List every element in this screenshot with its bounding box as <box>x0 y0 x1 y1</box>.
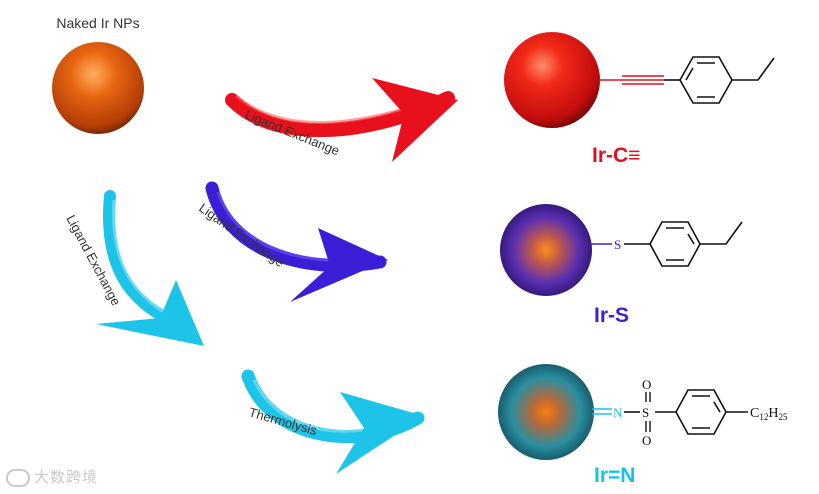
blue-nanoparticle <box>500 204 592 296</box>
nitrogen-atom: N <box>613 405 623 420</box>
oxygen-bottom: O <box>642 433 651 448</box>
blue-arrow <box>205 181 388 302</box>
sulfur-atom: S <box>614 237 621 252</box>
hydrogen-symbol: H <box>768 406 778 421</box>
product-thiolate-label: Ir-S <box>594 304 629 327</box>
hydrogen-subscript: 25 <box>778 412 788 422</box>
cyan-arrow-bottom <box>241 369 425 474</box>
product-imido-label: Ir=N <box>594 464 635 487</box>
blue-arrow-label: Ligand Exchange <box>196 200 287 270</box>
carbon-symbol: C <box>750 406 759 421</box>
cyan-arrow-bottom-label: Thermolysis <box>247 404 319 438</box>
product-alkynyl <box>504 32 775 128</box>
watermark-text: 大数跨境 <box>34 468 99 486</box>
watermark-logo-icon <box>6 468 30 487</box>
sulfonyl-sulfur: S <box>642 405 649 420</box>
product-imido: N S O O C12H25 <box>498 364 788 460</box>
cyan-arrow-left <box>96 190 204 346</box>
naked-np-label: Naked Ir NPs <box>56 15 139 31</box>
alkyl-chain: C12H25 <box>750 406 788 422</box>
oxygen-top: O <box>642 377 651 392</box>
product-alkynyl-label: Ir-C≡ <box>592 144 640 167</box>
red-nanoparticle <box>504 32 600 128</box>
product-thiolate: S <box>500 204 743 296</box>
carbon-subscript: 12 <box>759 412 768 422</box>
watermark: 大数跨境 <box>6 466 98 487</box>
red-arrow <box>225 78 458 162</box>
cyan-nanoparticle <box>498 364 594 460</box>
naked-ir-nanoparticle <box>52 42 144 134</box>
